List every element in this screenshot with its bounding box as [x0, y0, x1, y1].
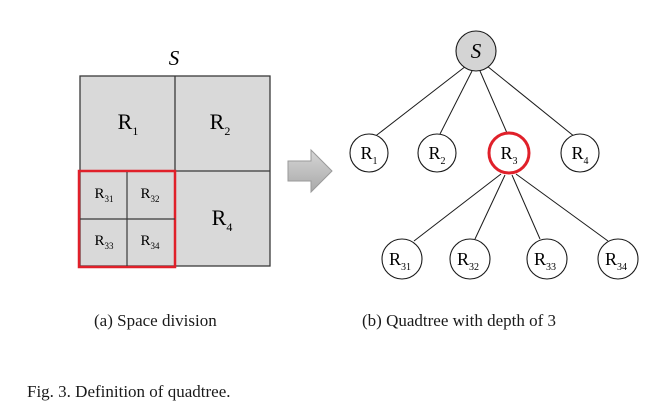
tree-node-r3: R3 — [487, 131, 531, 175]
region-r31-label: R31 — [94, 186, 113, 204]
tree-node-r31: R31 — [381, 238, 423, 280]
svg-text:R3: R3 — [500, 143, 517, 167]
tree-root-node: S — [455, 30, 497, 72]
tree-node-r1: R1 — [349, 133, 389, 173]
region-r1-label: R1 — [118, 109, 139, 138]
edge-s-r4 — [486, 65, 576, 138]
tree-node-r32: R32 — [449, 238, 491, 280]
region-r32-label: R32 — [140, 186, 159, 204]
svg-text:R4: R4 — [571, 143, 588, 167]
svg-text:R33: R33 — [534, 249, 556, 273]
edge-r3-r32 — [474, 174, 506, 240]
tree-node-r34: R34 — [597, 238, 639, 280]
svg-text:R2: R2 — [428, 143, 445, 167]
region-r33-label: R33 — [94, 233, 114, 251]
svg-text:R31: R31 — [389, 249, 411, 273]
tree-node-r4: R4 — [560, 133, 600, 173]
tree-node-r2: R2 — [417, 133, 457, 173]
tree-edges — [372, 65, 609, 242]
figure-caption: Fig. 3. Definition of quadtree. — [27, 382, 231, 401]
region-r34-label: R34 — [140, 233, 160, 251]
right-arrow-icon — [287, 148, 333, 194]
region-r4-label: R4 — [212, 205, 233, 234]
svg-text:R1: R1 — [360, 143, 377, 167]
transform-arrow — [287, 148, 333, 194]
tree-node-r33: R33 — [526, 238, 568, 280]
edge-s-r3 — [479, 70, 508, 134]
edge-r3-r31 — [413, 173, 502, 242]
edge-s-r2 — [439, 70, 473, 135]
svg-text:R34: R34 — [605, 249, 627, 273]
tree-root-label: S — [471, 39, 482, 63]
edge-s-r1 — [372, 65, 467, 139]
quadtree-caption: (b) Quadtree with depth of 3 — [362, 311, 557, 330]
space-root-label: S — [169, 46, 180, 70]
svg-text:R32: R32 — [457, 249, 479, 273]
region-r2-label: R2 — [210, 109, 231, 138]
quadtree-diagram: S R1 R2 R3 R4 — [349, 30, 639, 280]
space-division-caption: (a) Space division — [94, 311, 217, 330]
space-division-diagram: S R1 R2 R4 R31 R32 R33 R34 — [77, 46, 271, 269]
edge-r3-r33 — [511, 174, 541, 240]
edge-r3-r34 — [515, 173, 609, 242]
